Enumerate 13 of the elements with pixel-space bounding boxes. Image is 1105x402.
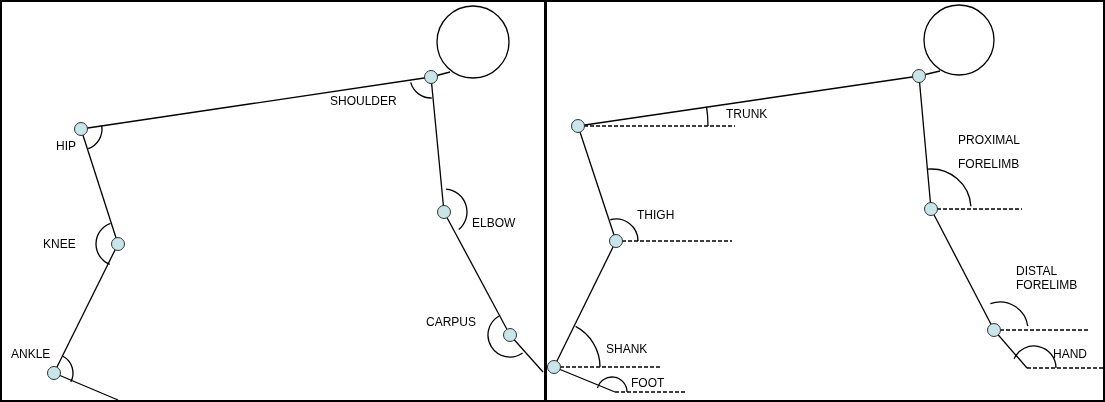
angle-label: HAND bbox=[1053, 347, 1087, 361]
angle-label: FOOT bbox=[631, 376, 665, 390]
angle-label: ELBOW bbox=[472, 216, 516, 230]
angle-label: SHOULDER bbox=[330, 94, 397, 108]
angle-label: PROXIMAL FORELIMB bbox=[958, 132, 1021, 173]
angle-label: THIGH bbox=[637, 208, 675, 222]
angle-label: KNEE bbox=[43, 237, 76, 251]
angle-label: CARPUS bbox=[426, 315, 476, 329]
angle-label: SHANK bbox=[606, 342, 648, 356]
angle-label: TRUNK bbox=[726, 107, 768, 121]
angle-label: ANKLE bbox=[11, 347, 51, 361]
angle-label: DISTAL FORELIMB bbox=[1016, 264, 1079, 292]
angle-label: HIP bbox=[56, 139, 76, 153]
